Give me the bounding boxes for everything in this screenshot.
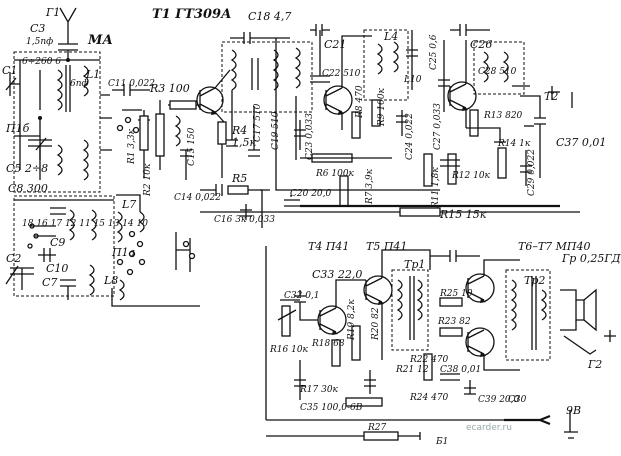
label-r8: R8 470 [355, 85, 365, 119]
label-l4: L4 [383, 30, 398, 43]
label-r6: R6 100к [315, 169, 355, 179]
label-switch-numbers: 18 16 17 12 11 15 13 14 10 [22, 219, 148, 229]
oscillator-coils [221, 32, 313, 160]
label-tp2: Тр2 [524, 274, 545, 287]
label-tp1: Тр1 [404, 258, 425, 271]
label-c23: С23 0,033 [305, 113, 315, 160]
label-c9: С9 [50, 236, 65, 249]
label-r20: R20 82 [371, 307, 381, 341]
band-switch-coils [5, 195, 115, 300]
label-c2-val: 6пф [70, 79, 89, 89]
label-r15: R15 15к [439, 208, 487, 221]
label-c29: С29 0,022 [527, 149, 537, 196]
label-c25: С25 0,6 [429, 34, 439, 70]
watermark-text: ecarder.ru [466, 423, 512, 433]
label-c2: С2 [6, 252, 21, 265]
label-c18: С18 4,7 [248, 10, 291, 23]
label-r23: R23 82 [437, 317, 471, 327]
label-c7: С7 [42, 276, 57, 289]
label-r16: R16 10к [269, 345, 309, 355]
label-c22: С22 510 [322, 69, 361, 79]
label-t2: Т2 [544, 90, 558, 103]
upper-supply-rails [200, 184, 580, 228]
label-r5: R5 [231, 172, 247, 185]
label-t5: Т5 П41 [366, 240, 407, 253]
label-c3-val: 1,5пф [26, 37, 53, 47]
label-c21: С21 [324, 38, 346, 51]
label-c17: С17 510 [253, 103, 263, 142]
label-r18: R18 68 [311, 339, 345, 349]
label-c1: С1 [2, 64, 17, 77]
audio-amplifier [265, 246, 616, 441]
label-c19: С19 510 [271, 111, 281, 150]
label-r4-val: 1,5к [232, 136, 256, 149]
label-c1-range: 6÷260 6 [22, 57, 61, 67]
label-c30: С30 [508, 395, 527, 405]
label-r12: R12 10к [451, 171, 491, 181]
label-c5: С5 2÷8 [6, 162, 48, 175]
label-r17: R17 30к [299, 385, 339, 395]
label-l10: L10 [403, 75, 422, 85]
converter-stage-t1 [112, 69, 231, 180]
label-c8: С8 300 [8, 182, 48, 195]
label-r9: R9 100к [377, 87, 387, 127]
label-r21: R21 12 [395, 365, 429, 375]
label-antenna: Г1 [45, 6, 60, 19]
label-c33: С33 22,0 [312, 268, 362, 281]
label-r25: R25 10 [439, 289, 473, 299]
label-p1a: П1а [111, 246, 135, 259]
label-c37: С37 0,01 [556, 136, 606, 149]
label-r3: R3 100 [149, 82, 190, 95]
label-r1: R1 3,3к [127, 128, 137, 165]
label-c11: С11 0,022 [108, 79, 155, 89]
label-t6t7: Т6–Т7 МП40 [518, 240, 591, 253]
label-c38: С38 0,01 [440, 365, 481, 375]
label-r22: R22 470 [409, 355, 449, 365]
ma-coil-block [5, 51, 112, 193]
label-r2: R2 10к [143, 163, 153, 197]
antenna-input [58, 7, 78, 60]
detector-stage-t3 [423, 24, 573, 187]
label-c32: С32 0,1 [284, 291, 320, 301]
label-t4: Т4 П41 [308, 240, 349, 253]
label-c39: С39 20,0 [478, 395, 520, 405]
label-c15: С15 150 [187, 127, 197, 166]
label-p1b: П1б [5, 122, 30, 135]
label-speaker: Гр 0,25ГД-1 [561, 252, 621, 265]
label-r7: R7 3,9к [365, 168, 375, 205]
label-r14: R14 1к [497, 139, 531, 149]
label-b1: Б1 [435, 437, 448, 447]
label-r13: R13 820 [483, 111, 523, 121]
label-c26: С26 [470, 38, 492, 51]
switch-p1a [111, 194, 200, 307]
label-c20: С20 20,0 [290, 189, 332, 199]
label-t1: Т1 ГТ309А [152, 7, 232, 22]
label-r27: R27 [367, 423, 387, 433]
label-l7: L7 [121, 198, 136, 211]
label-r4: R4 [231, 124, 247, 137]
label-c35: С35 100,0-6В [300, 403, 363, 413]
label-c28: С28 510 [478, 67, 517, 77]
label-r24: R24 470 [409, 393, 449, 403]
label-l8: L8 [103, 274, 118, 287]
label-supply: 9В [566, 404, 581, 417]
label-g2: Г2 [587, 358, 602, 371]
label-r11: R11 1,8к [431, 167, 441, 209]
label-l1: L1 [85, 68, 100, 81]
label-c16: С16 3к 0,033 [214, 215, 275, 225]
label-r19: R19 8,2к [347, 299, 357, 341]
if-amplifier-t2 [275, 24, 440, 207]
label-c10: С10 [46, 262, 68, 275]
label-c27: С27 0,033 [433, 103, 443, 150]
label-c14: С14 0,022 [174, 193, 221, 203]
label-c3: С3 [30, 22, 45, 35]
component-labels: Г1 С3 1,5пф МА С1 6÷260 6 6пф L1 П1б С5 … [2, 6, 621, 447]
label-ma: МА [87, 33, 113, 48]
label-c24: С24 0,022 [405, 113, 415, 160]
